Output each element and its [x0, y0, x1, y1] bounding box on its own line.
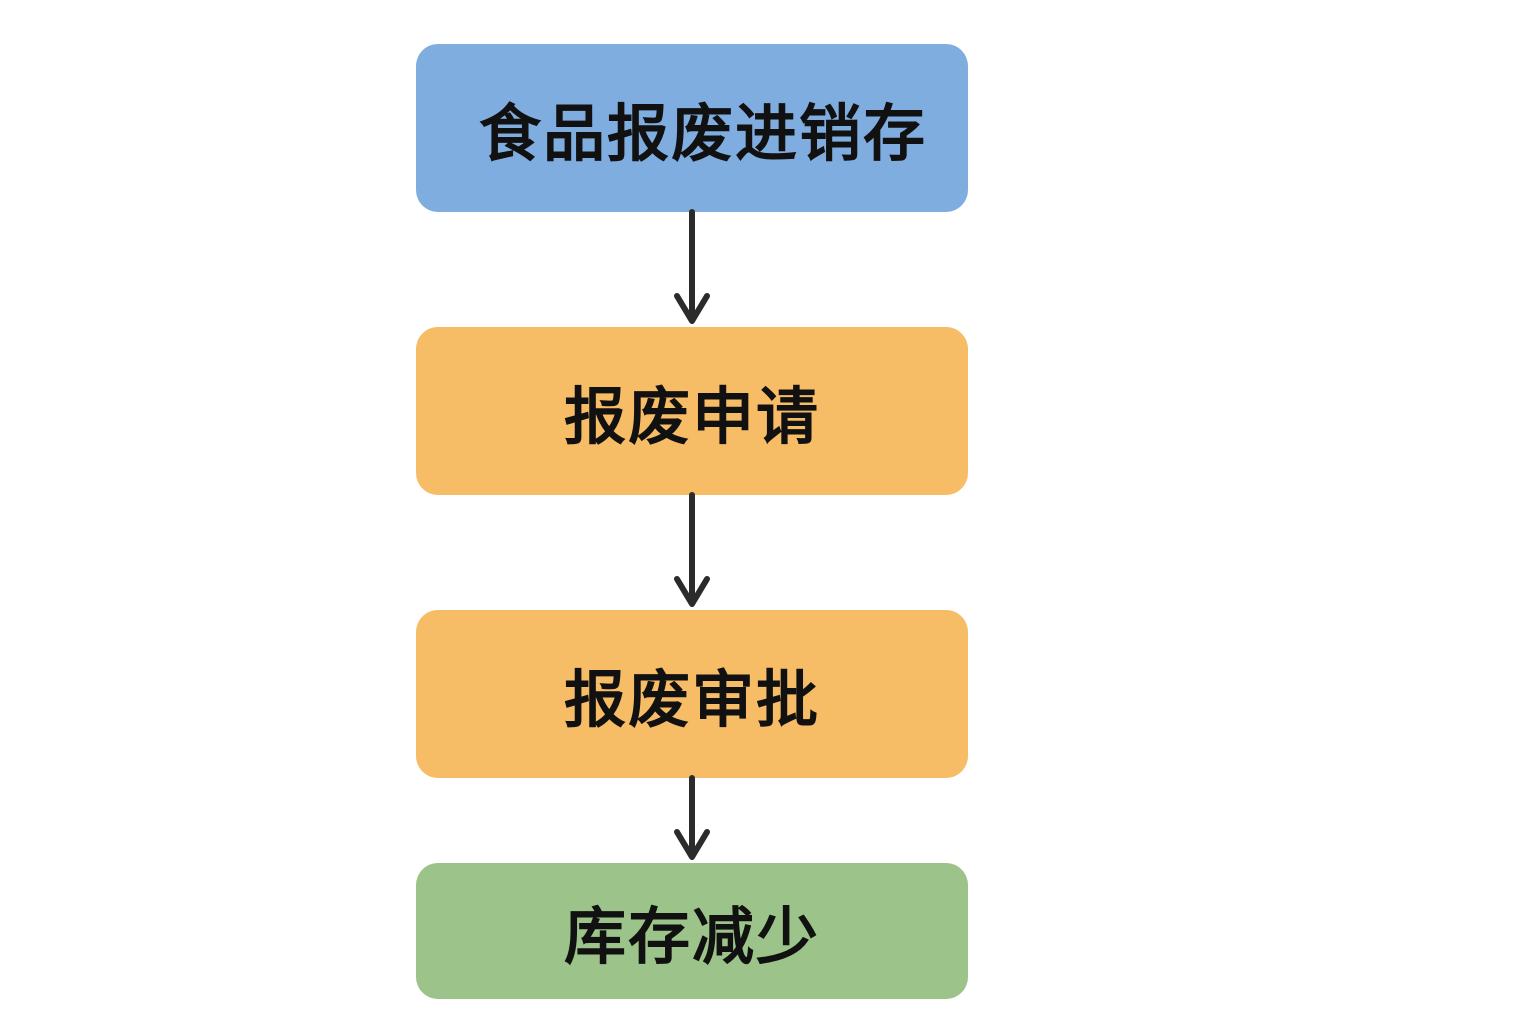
node-label: 库存减少	[563, 900, 820, 973]
node-label: 食品报废进销存	[478, 97, 927, 170]
arrow-3	[674, 775, 710, 860]
node-scrap-application: 报废申请	[416, 327, 968, 495]
arrow-head	[674, 829, 710, 860]
arrow-head	[674, 293, 710, 324]
arrow-1	[674, 209, 710, 324]
node-scrap-approval: 报废审批	[416, 610, 968, 778]
node-label: 报废申请	[563, 380, 820, 453]
arrow-head	[674, 576, 710, 607]
arrow-2	[674, 492, 710, 607]
node-label: 报废审批	[563, 663, 820, 736]
node-inventory-decrease: 库存减少	[416, 863, 968, 999]
node-food-scrap-inventory: 食品报废进销存	[416, 44, 968, 212]
